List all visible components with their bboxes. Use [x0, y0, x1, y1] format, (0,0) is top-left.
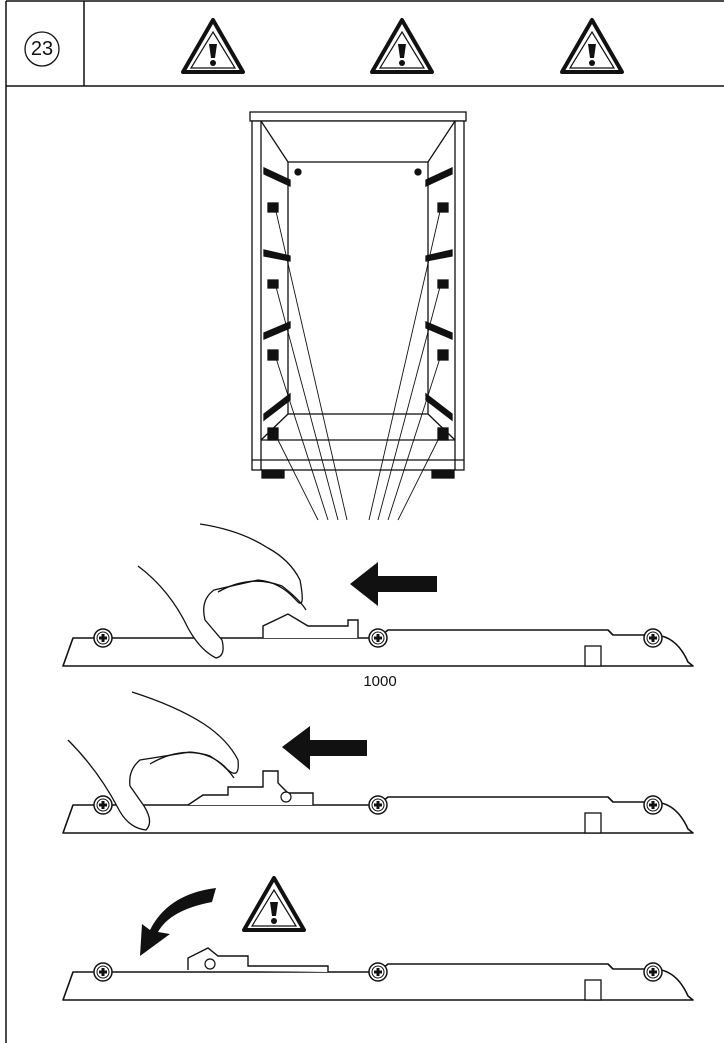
warning-triangle-icon: [242, 876, 306, 932]
screw-head-icon: [93, 795, 113, 815]
runner-step-1: [62, 613, 694, 667]
runner-step-3: [62, 947, 694, 1001]
screw-head-icon: [643, 628, 663, 648]
cabinet-drawing: [249, 111, 467, 479]
step-number: 23: [30, 37, 54, 60]
runner-step-2: [62, 770, 694, 834]
curved-arrow-icon: [140, 888, 216, 956]
step-number-circle: [24, 31, 60, 67]
screw-head-icon: [368, 795, 388, 815]
warning-triangle-icon: [370, 18, 434, 74]
arrow-left-icon: [350, 562, 437, 606]
screw-head-icon: [368, 962, 388, 982]
screw-head-icon: [93, 962, 113, 982]
runner-dimension-label: 1000: [363, 673, 397, 690]
warning-triangle-icon: [560, 18, 624, 74]
screw-head-icon: [643, 795, 663, 815]
page-border: [5, 0, 724, 1043]
hand-1: [137, 523, 307, 659]
screw-head-icon: [368, 628, 388, 648]
screw-head-icon: [93, 628, 113, 648]
screw-head-icon: [643, 962, 663, 982]
leader-lines: [274, 206, 442, 521]
warning-triangle-icon: [181, 18, 245, 74]
hand-2: [67, 691, 239, 831]
arrow-left-icon: [282, 726, 367, 770]
